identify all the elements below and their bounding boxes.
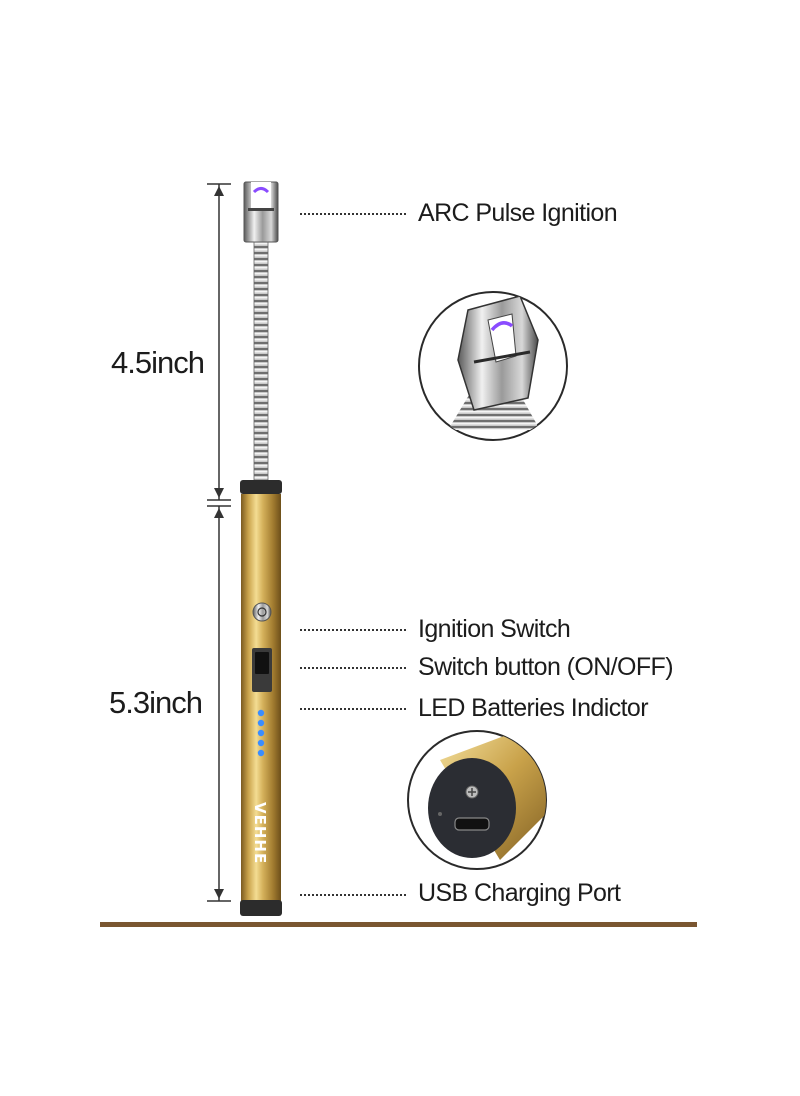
led-dot xyxy=(257,749,265,757)
lighter-body xyxy=(240,480,282,916)
brand-logo: VEHHE xyxy=(251,802,269,864)
led-dot xyxy=(257,739,265,747)
dimension-label-lower: 5.3inch xyxy=(109,685,203,720)
callout-switch-button: Switch button (ON/OFF) xyxy=(418,653,674,681)
callout-usb: USB Charging Port xyxy=(418,879,621,907)
leader-switch-button xyxy=(300,667,406,669)
arc-tip xyxy=(243,181,279,243)
dimension-line-lower xyxy=(207,505,231,902)
leader-led xyxy=(300,708,406,710)
led-indicator xyxy=(257,709,265,757)
leader-arc xyxy=(300,213,406,215)
dimension-line-upper xyxy=(207,183,231,501)
dimension-label-upper: 4.5inch xyxy=(111,345,205,380)
callout-led: LED Batteries Indictor xyxy=(418,694,649,722)
floor-line xyxy=(100,922,697,927)
callout-arc: ARC Pulse Ignition xyxy=(418,199,618,227)
leader-ignition-switch xyxy=(300,629,406,631)
leader-usb xyxy=(300,894,406,896)
ignition-switch xyxy=(252,602,272,622)
led-dot xyxy=(257,719,265,727)
zoom-arc-head xyxy=(418,291,568,441)
led-dot xyxy=(257,729,265,737)
callout-ignition-switch: Ignition Switch xyxy=(418,615,571,643)
zoom-usb-port xyxy=(407,730,547,870)
led-dot xyxy=(257,709,265,717)
slide-switch xyxy=(252,648,272,692)
flexible-neck xyxy=(253,241,269,481)
